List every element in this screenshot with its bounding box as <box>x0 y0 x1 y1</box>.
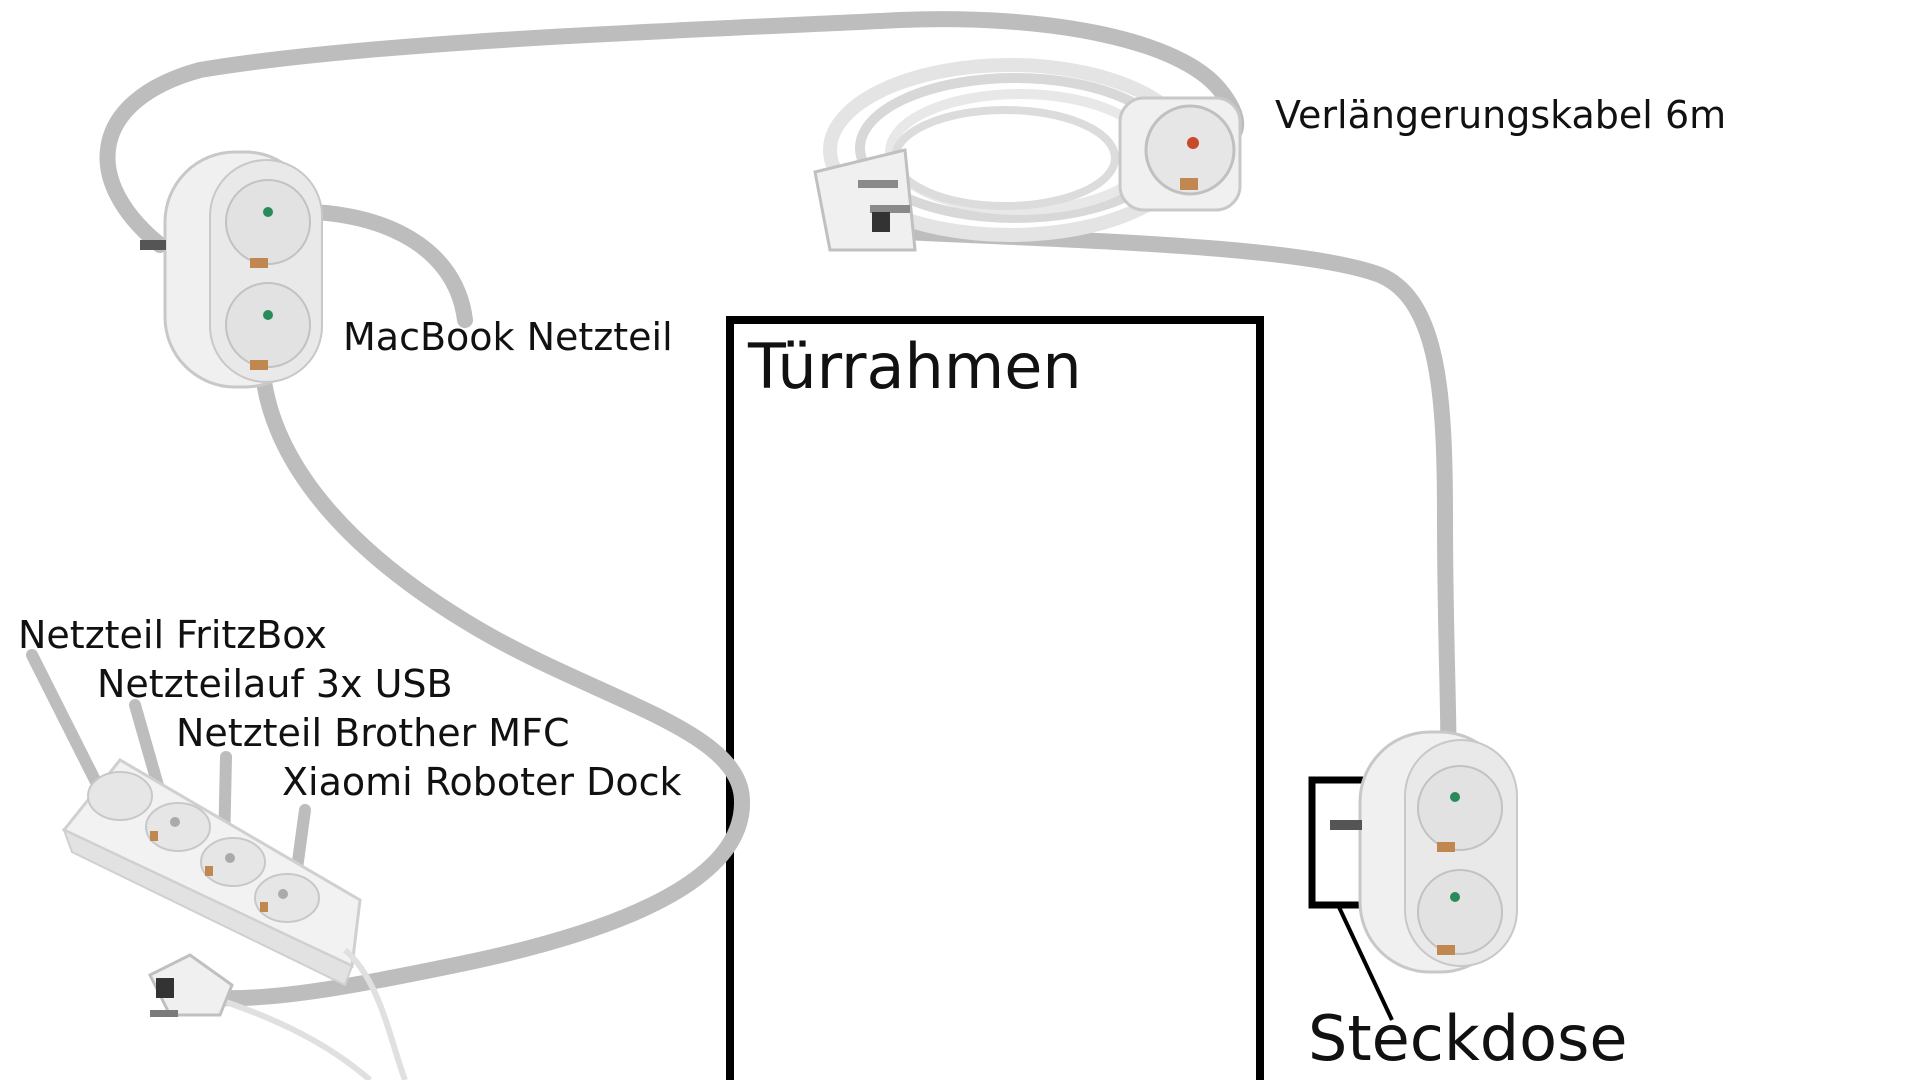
xiaomi-label: Xiaomi Roboter Dock <box>282 760 681 804</box>
door-frame-label: Türrahmen <box>747 330 1082 403</box>
pointer-fritzbox <box>26 649 106 796</box>
extension-socket-icon <box>1118 96 1242 212</box>
cable-macbook <box>287 203 473 328</box>
wall-socket-pointer <box>1336 904 1394 1021</box>
left-adapter-icon <box>140 150 323 389</box>
extension-cable-icon <box>813 58 1242 252</box>
wall-socket-label: Steckdose <box>1308 1002 1628 1075</box>
macbook-label: MacBook Netzteil <box>343 315 673 359</box>
door-frame <box>726 316 1264 1080</box>
right-adapter-icon <box>1330 730 1518 974</box>
extension-cable-label: Verlängerungskabel 6m <box>1275 93 1726 137</box>
plug-icon <box>147 953 234 1017</box>
fritzbox-label: Netzteil FritzBox <box>18 613 327 657</box>
usb-label: Netzteilauf 3x USB <box>97 662 453 706</box>
cable-adapter-to-strip <box>212 357 751 1007</box>
power-strip-icon <box>61 758 408 1080</box>
cable-top-loop <box>99 11 1245 253</box>
cable-extension-to-adapter <box>897 224 1457 783</box>
brother-label: Netzteil Brother MFC <box>176 711 569 755</box>
extension-plug-icon <box>813 148 917 252</box>
